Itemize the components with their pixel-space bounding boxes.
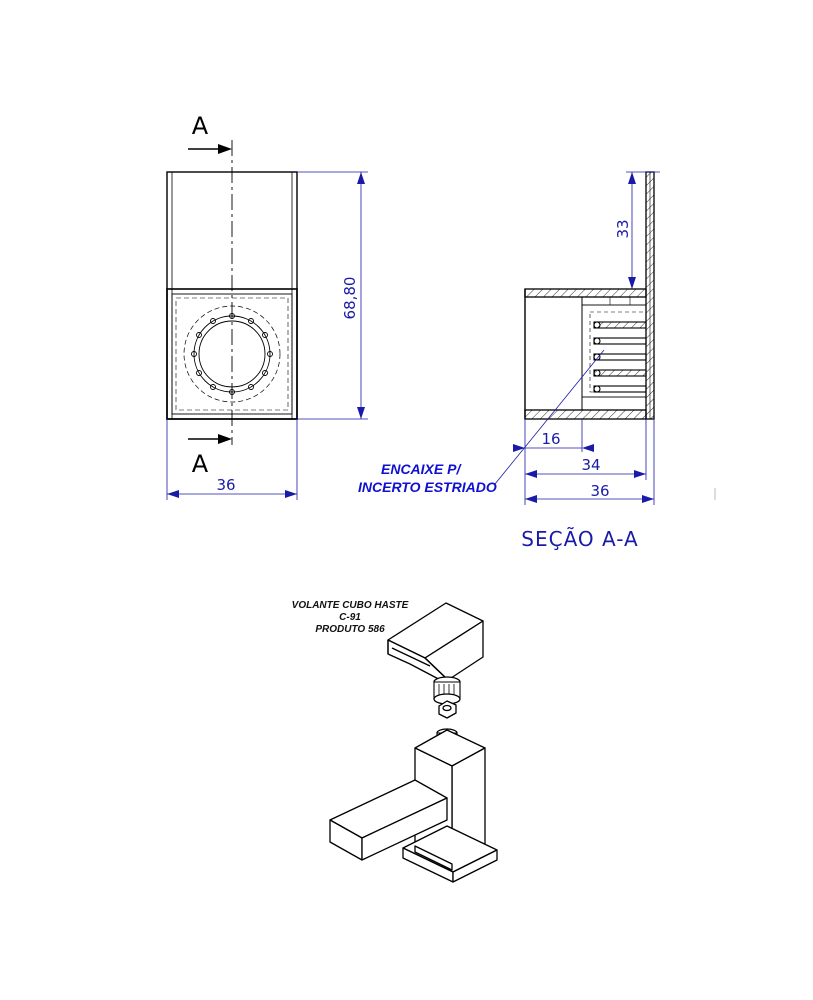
section-title: SEÇÃO A-A	[521, 527, 638, 551]
dim-16-label: 16	[541, 430, 560, 448]
label-line-3: PRODUTO 586	[315, 624, 385, 635]
dim-top-label: 33	[614, 219, 632, 238]
dim-width-label: 36	[216, 476, 235, 494]
dim-36-label: 36	[590, 482, 609, 500]
note-line-1: ENCAIXE P/	[381, 461, 462, 477]
dim-height-label: 68,80	[341, 277, 359, 320]
dim-34-label: 34	[581, 456, 600, 474]
note-line-2: INCERTO ESTRIADO	[358, 479, 497, 495]
front-dimensions	[166, 171, 368, 500]
label-line-1: VOLANTE CUBO HASTE	[292, 600, 409, 611]
label-line-2: C-91	[339, 612, 361, 623]
spline-teeth	[191, 313, 273, 395]
section-view	[524, 171, 655, 420]
front-view	[166, 140, 298, 445]
section-dimensions	[494, 171, 660, 505]
cut-label-bottom: A	[192, 450, 209, 478]
isometric-view	[329, 602, 498, 883]
spline-grooves	[593, 321, 647, 393]
cut-label-top: A	[192, 112, 209, 140]
